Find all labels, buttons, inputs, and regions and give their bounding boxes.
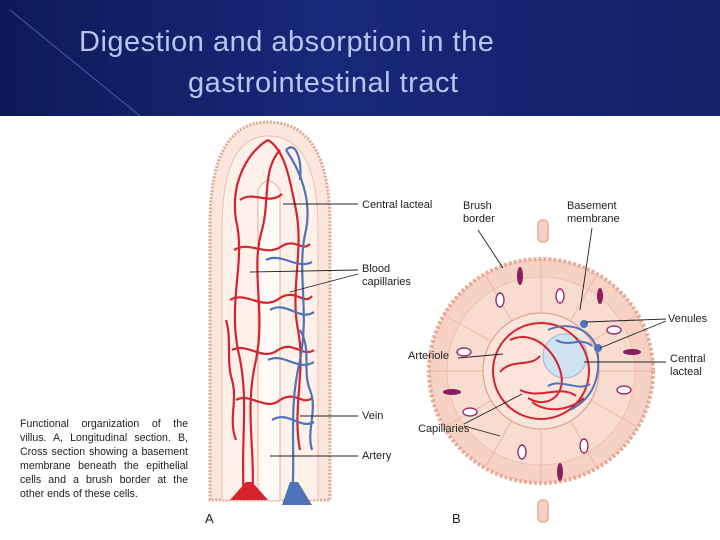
label-capillaries: Capillaries: [418, 423, 470, 435]
arterial-capillaries-b: [492, 322, 590, 420]
villus-cross-section: [427, 219, 667, 523]
venule-dot-2: [594, 344, 602, 352]
label-central-lacteal-b: Central lacteal: [670, 353, 706, 378]
slide-title: Digestion and absorption in the gastroin…: [0, 22, 720, 104]
epithelial-nuclei: [456, 288, 632, 460]
label-arteriole: Arteriole: [408, 350, 449, 362]
label-artery: Artery: [362, 450, 392, 462]
label-vein: Vein: [362, 410, 384, 422]
venous-capillaries-a: [265, 146, 315, 501]
central-lacteal-b: [542, 333, 588, 379]
banner-diagonal-line: [9, 9, 141, 116]
pointers-a: [249, 203, 359, 457]
goblet-cells: [443, 267, 641, 481]
artery-stem-a: [230, 482, 268, 500]
label-venules: Venules: [668, 313, 708, 325]
label-blood-capillaries: Blood capillaries: [362, 263, 411, 288]
venule-dot-1: [580, 320, 588, 328]
panel-letter-b: B: [452, 511, 461, 526]
label-brush-border: Brush border: [463, 200, 495, 225]
pointers-b: [457, 227, 667, 437]
figure-caption: Functional organization of the villus. A…: [20, 418, 188, 501]
villus-figure: [208, 120, 667, 523]
slide-title-line-1: Digestion and absorption in the: [79, 26, 495, 58]
title-banner: Digestion and absorption in the gastroin…: [0, 0, 720, 116]
villus-longitudinal-section: [208, 120, 359, 505]
label-basement-membrane: Basement membrane: [567, 200, 620, 225]
label-central-lacteal-a: Central lacteal: [362, 199, 433, 211]
slide-title-line-2: gastrointestinal tract: [188, 67, 459, 99]
vein-stem-a: [282, 482, 312, 505]
venous-capillaries-b: [547, 325, 600, 411]
panel-letter-a: A: [205, 511, 214, 526]
